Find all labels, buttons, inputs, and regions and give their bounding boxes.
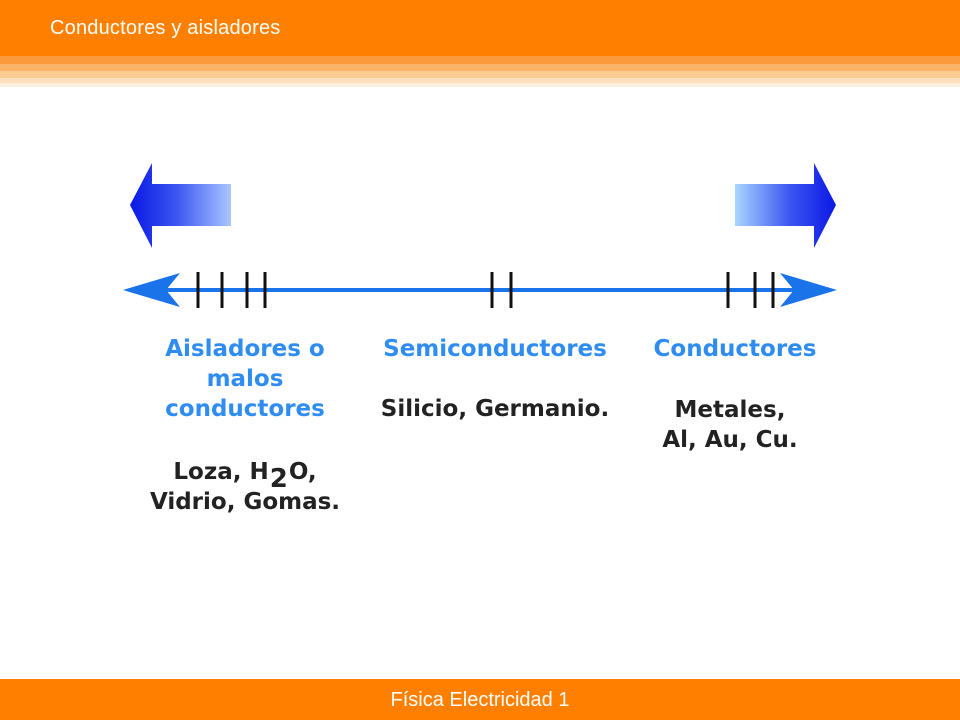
header-bar: Conductores y aisladores	[0, 0, 960, 56]
slide-title: Conductores y aisladores	[50, 17, 281, 39]
insulators-example-line: Vidrio, Gomas.	[149, 489, 341, 515]
insulators-title-line: Aisladores o	[165, 336, 325, 362]
semiconductors-examples: Silicio, Germanio.	[380, 396, 610, 422]
header-stripe	[0, 78, 960, 83]
footer-bar: Física Electricidad 1	[0, 679, 960, 720]
header-stripe	[0, 71, 960, 78]
formula-subscript: 2	[269, 464, 288, 494]
conductors-title: Conductores	[653, 336, 817, 362]
semiconductors-title: Semiconductores	[383, 336, 607, 362]
insulators-title: Aisladores o malos conductores	[125, 334, 365, 424]
insulators-examples: Loza, H2O, Vidrio, Gomas.	[120, 456, 370, 517]
header-stripe	[0, 83, 960, 87]
formula-text: O,	[288, 459, 317, 485]
footer-text: Física Electricidad 1	[390, 689, 570, 711]
formula-text: Loza, H	[173, 459, 269, 485]
conductors-examples: Metales, Al, Au, Cu.	[630, 395, 830, 455]
tick-marks	[196, 272, 775, 308]
conductors-example-line: Al, Au, Cu.	[662, 427, 798, 453]
header-stripe	[0, 64, 960, 71]
insulators-title-line: malos	[206, 366, 284, 392]
insulators-title-line: conductores	[165, 396, 325, 422]
scale-line	[123, 273, 837, 307]
arrow-left-icon	[130, 163, 231, 248]
insulators-example-line: Loza, H2O,	[120, 456, 370, 494]
header-stripe	[0, 56, 960, 64]
conductors-example-line: Metales,	[674, 397, 786, 423]
arrow-right-icon	[735, 163, 836, 248]
